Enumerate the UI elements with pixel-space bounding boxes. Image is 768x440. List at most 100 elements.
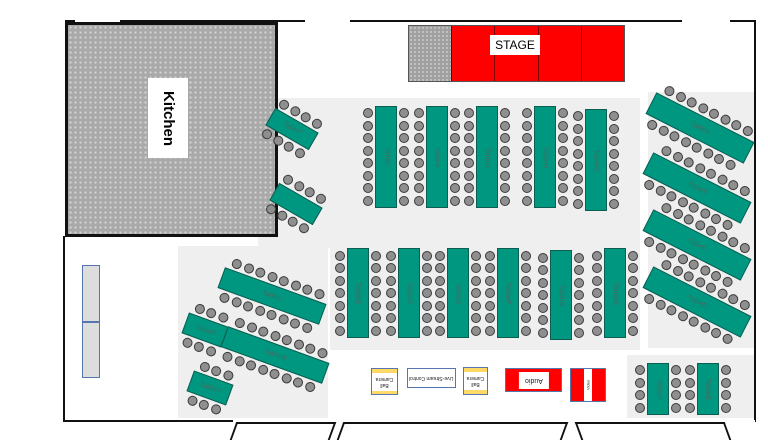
chair[interactable]	[435, 325, 445, 336]
chair[interactable]	[363, 170, 373, 181]
chair[interactable]	[399, 108, 409, 119]
chair[interactable]	[573, 161, 583, 172]
chair[interactable]	[399, 133, 409, 144]
chair[interactable]	[335, 300, 345, 311]
chair[interactable]	[609, 111, 619, 122]
chair[interactable]	[522, 145, 532, 156]
chair[interactable]	[485, 325, 495, 336]
chair[interactable]	[435, 313, 445, 323]
chair[interactable]	[471, 288, 481, 298]
chair[interactable]	[500, 195, 510, 206]
chair[interactable]	[609, 186, 619, 197]
chair[interactable]	[685, 365, 695, 376]
chair[interactable]	[363, 120, 373, 131]
table-m[interactable]: TableM	[604, 248, 626, 338]
video-booth[interactable]: Video	[570, 368, 606, 402]
chair[interactable]	[500, 108, 510, 119]
chair[interactable]	[522, 133, 532, 144]
chair[interactable]	[592, 325, 602, 336]
chair[interactable]	[485, 313, 495, 323]
table-f[interactable]: TableF	[647, 363, 669, 415]
chair[interactable]	[422, 300, 432, 311]
chair[interactable]	[609, 198, 619, 209]
chair[interactable]	[522, 195, 532, 206]
chair[interactable]	[471, 300, 481, 311]
chair[interactable]	[500, 133, 510, 144]
chair[interactable]	[628, 275, 638, 286]
chair[interactable]	[464, 120, 474, 131]
chair[interactable]	[538, 327, 548, 338]
chair[interactable]	[558, 108, 568, 119]
table-g[interactable]: TableG	[585, 109, 607, 211]
chair[interactable]	[450, 183, 460, 194]
chair[interactable]	[485, 288, 495, 298]
chair[interactable]	[573, 136, 583, 147]
chair[interactable]	[399, 170, 409, 181]
chair[interactable]	[435, 263, 445, 273]
chair[interactable]	[464, 108, 474, 119]
chair[interactable]	[399, 195, 409, 206]
chair[interactable]	[371, 288, 381, 298]
chair[interactable]	[464, 133, 474, 144]
chair[interactable]	[363, 183, 373, 194]
chair[interactable]	[521, 250, 531, 261]
chair[interactable]	[500, 145, 510, 156]
chair[interactable]	[450, 170, 460, 181]
chair[interactable]	[371, 263, 381, 273]
chair[interactable]	[435, 288, 445, 298]
chair[interactable]	[721, 402, 731, 413]
chair[interactable]	[422, 313, 432, 323]
chair[interactable]	[573, 123, 583, 134]
chair[interactable]	[414, 195, 424, 206]
chair[interactable]	[371, 313, 381, 323]
chair[interactable]	[592, 300, 602, 311]
chair[interactable]	[592, 288, 602, 298]
chair[interactable]	[558, 120, 568, 131]
chair[interactable]	[685, 390, 695, 401]
chair[interactable]	[521, 325, 531, 336]
chair[interactable]	[386, 313, 396, 323]
chair[interactable]	[422, 263, 432, 273]
chair[interactable]	[521, 288, 531, 298]
chair[interactable]	[500, 183, 510, 194]
chair[interactable]	[573, 173, 583, 184]
chair[interactable]	[558, 145, 568, 156]
table-e[interactable]: TableE	[697, 363, 719, 415]
chair[interactable]	[592, 275, 602, 286]
chair[interactable]	[399, 158, 409, 169]
chair[interactable]	[628, 300, 638, 311]
chair[interactable]	[574, 265, 584, 275]
chair[interactable]	[628, 313, 638, 323]
chair[interactable]	[538, 265, 548, 275]
chair[interactable]	[371, 300, 381, 311]
chair[interactable]	[485, 250, 495, 261]
chair[interactable]	[609, 173, 619, 184]
chair[interactable]	[399, 120, 409, 131]
chair[interactable]	[558, 183, 568, 194]
live-stream-control[interactable]: Live-Stream Control	[407, 368, 456, 388]
chair[interactable]	[335, 325, 345, 336]
chair[interactable]	[363, 145, 373, 156]
chair[interactable]	[538, 290, 548, 300]
chair[interactable]	[471, 263, 481, 273]
chair[interactable]	[573, 198, 583, 209]
chair[interactable]	[450, 195, 460, 206]
table-r[interactable]: TableR	[398, 248, 420, 338]
chair[interactable]	[335, 250, 345, 261]
chair[interactable]	[500, 158, 510, 169]
chair[interactable]	[522, 120, 532, 131]
chair[interactable]	[558, 195, 568, 206]
table-q[interactable]: TableQ	[447, 248, 469, 338]
chair[interactable]	[450, 145, 460, 156]
chair[interactable]	[435, 250, 445, 261]
chair[interactable]	[521, 275, 531, 286]
chair[interactable]	[414, 145, 424, 156]
chair[interactable]	[609, 148, 619, 159]
ball-camera-1[interactable]: Ball Camera	[371, 368, 398, 395]
chair[interactable]	[574, 290, 584, 300]
table-h[interactable]: TableH	[534, 106, 556, 208]
chair[interactable]	[386, 325, 396, 336]
chair[interactable]	[635, 377, 645, 388]
table-s[interactable]: TableS	[347, 248, 369, 338]
chair[interactable]	[485, 275, 495, 286]
